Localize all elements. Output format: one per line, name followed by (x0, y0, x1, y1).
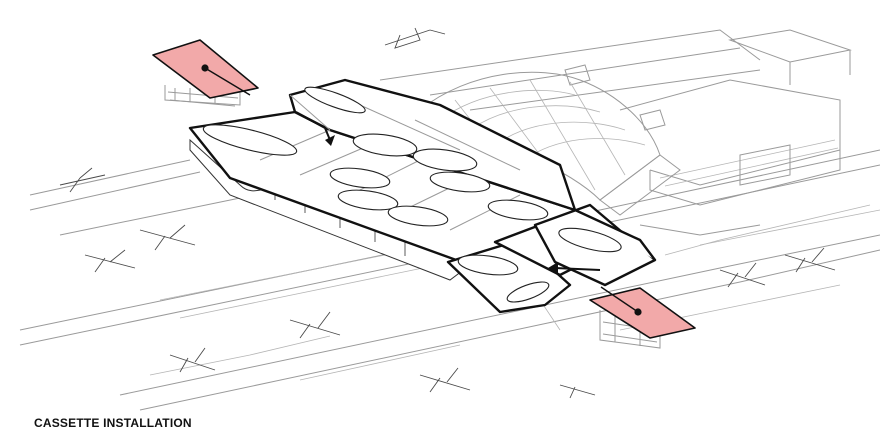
terminal-building (564, 29, 852, 206)
installation-arrows (295, 111, 601, 274)
roof-modules (188, 78, 657, 314)
diagram-caption: CASSETTE INSTALLATION (34, 416, 192, 430)
cassette-highlight-bottom (589, 287, 696, 339)
cassette-module-top (152, 39, 259, 107)
lift-point-icon (201, 64, 209, 72)
lift-point-icon (634, 308, 642, 316)
airplane-icons (59, 27, 836, 399)
cassette-module-bottom (589, 286, 696, 349)
